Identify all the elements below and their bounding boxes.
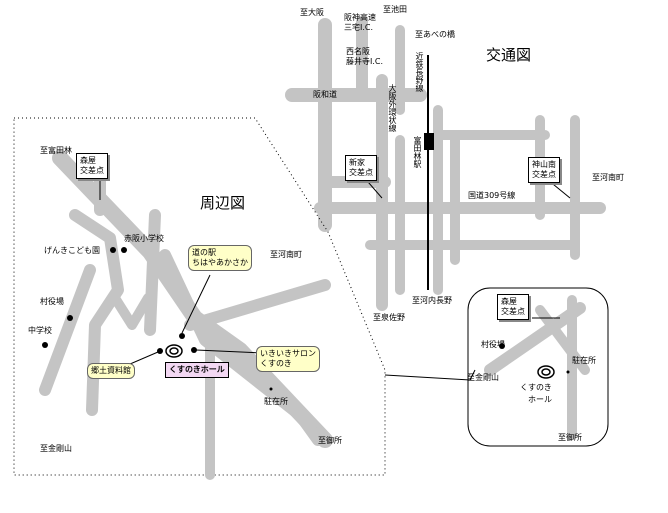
inset-road-a [484, 302, 586, 376]
poi-dots [42, 247, 570, 391]
inset-roads [484, 295, 590, 440]
inset-hall-symbol [537, 365, 555, 379]
dot-police [269, 387, 273, 391]
label-to-sakai: 至泉佐野 [373, 313, 405, 322]
dot-kindergarten-a [110, 247, 116, 253]
hall-label: くすのきホール [165, 362, 229, 378]
inset-hall-line-b: ホール [528, 395, 552, 404]
traffic-map-title: 交通図 [486, 46, 532, 64]
callout-kamiyama: 神山南 交差点 [528, 157, 560, 183]
callout-salon: いきいきサロン くすのき [256, 346, 320, 372]
salon-line-b: くすのき [260, 359, 292, 368]
inset-connector [384, 369, 476, 381]
leader-kamiyama [547, 179, 571, 199]
label-to-tondabayashi: 至富田林 [40, 146, 72, 155]
station-marker [424, 133, 434, 150]
label-to-abeno: 至あべの橋 [415, 30, 455, 39]
label-route309: 国道309号線 [468, 191, 516, 200]
label-to-kawachinagano: 至河内長野 [412, 296, 452, 305]
road-kanan [184, 279, 331, 331]
label-school: 赤阪小学校 [124, 234, 164, 243]
hall-ring-outer [165, 344, 183, 358]
label-kindergarten: げんきこども園 [44, 246, 100, 255]
inset-hall-ring-outer [537, 365, 555, 379]
road-station-line-a: 道の駅 [192, 248, 216, 257]
hall-symbol [165, 344, 183, 358]
inset-callout-mori: 森屋 交差点 [497, 294, 529, 320]
callout-mori: 森屋 交差点 [76, 153, 108, 179]
vicinity-map-title: 周辺図 [200, 194, 246, 212]
inset-hall-ring-inner [541, 368, 551, 376]
label-to-kanan: 至河南町 [270, 250, 302, 259]
label-village-office: 村役場 [40, 297, 64, 306]
inset-label-to-gose: 至御所 [558, 433, 582, 442]
label-middle-school: 中学校 [28, 326, 52, 335]
label-nishimeihan: 西名阪 藤井寺I.C. [346, 47, 384, 66]
vicinity-frame [13, 117, 386, 476]
road-sw [39, 264, 96, 396]
dot-road-station [179, 333, 185, 339]
dot-inset-office [499, 343, 505, 349]
dot-village-office [67, 315, 73, 321]
dot-museum [157, 348, 163, 354]
road-zigzag [110, 293, 153, 330]
dot-inset-police [566, 370, 570, 374]
label-hanwa: 阪和道 [313, 90, 337, 99]
label-to-ikeda: 至池田 [383, 5, 407, 14]
inset-label-to-kongo: 至金剛山 [467, 373, 499, 382]
label-tondabayashi-station: 富田林駅 [413, 136, 422, 168]
label-police: 駐在所 [264, 397, 288, 406]
label-gaikan: 大阪外環状線 [388, 84, 397, 132]
salon-line-a: いきいきサロン [260, 349, 316, 358]
callout-road-station: 道の駅 ちはやあかさか [188, 245, 252, 271]
label-hanshin: 阪神高速 三宅I.C. [344, 13, 376, 32]
inset-road-b [535, 305, 590, 375]
label-to-osaka: 至大阪 [300, 8, 324, 17]
road-center [144, 209, 161, 336]
callout-museum: 郷土資料館 [87, 363, 135, 379]
dot-kindergarten-b [121, 247, 127, 253]
leader-salon [195, 349, 263, 354]
label-kintetsu: 近鉄長野線 [415, 52, 424, 92]
dot-salon [191, 347, 197, 353]
inset-hall-line-a: くすのき [520, 383, 552, 392]
label-to-ichikawa: 至河南町 [592, 173, 624, 182]
inset-label-village-office: 村役場 [481, 340, 505, 349]
road-east-diag [159, 249, 324, 446]
vicinity-roads [39, 150, 333, 480]
leader-road-station [181, 274, 211, 334]
road-west [69, 209, 124, 416]
label-to-gose: 至御所 [318, 436, 342, 445]
road-station-line-b: ちはやあかさか [192, 258, 248, 267]
label-to-kongo: 至金剛山 [40, 444, 72, 453]
dot-middle-school [42, 342, 48, 348]
hall-ring-inner [169, 347, 179, 355]
inset-label-police: 駐在所 [572, 356, 596, 365]
callout-shindo: 新家 交差点 [345, 155, 377, 181]
